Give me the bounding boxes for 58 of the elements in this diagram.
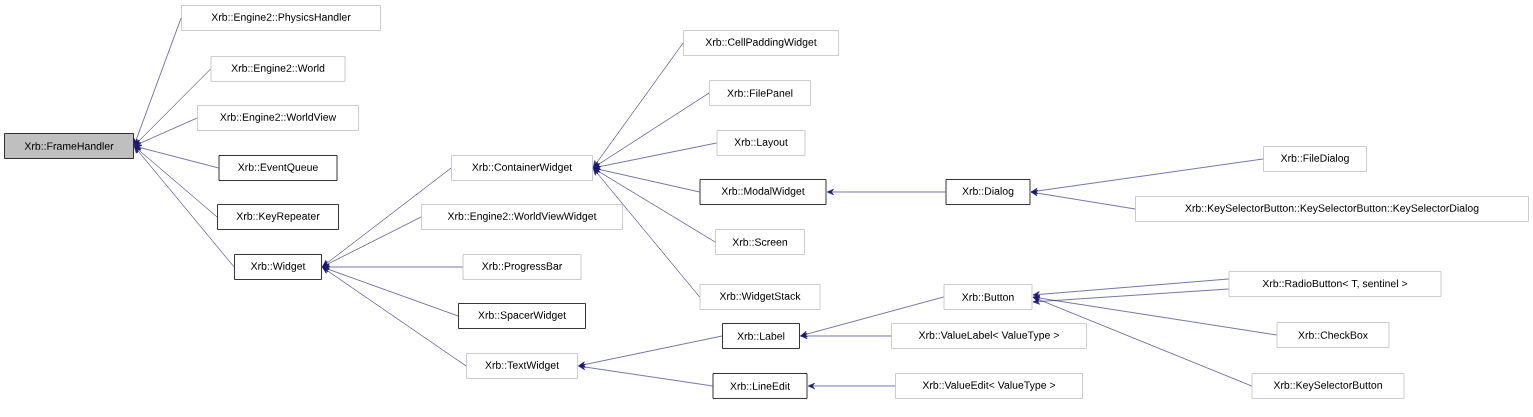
- class-box: Xrb::CheckBox: [1276, 322, 1390, 348]
- class-box: Xrb::FileDialog: [1263, 146, 1367, 172]
- class-box: Xrb::ContainerWidget: [451, 155, 593, 181]
- inheritance-arrow: [1032, 296, 1252, 387]
- inheritance-arrow: [593, 168, 700, 298]
- class-box: Xrb::LineEdit: [712, 373, 808, 399]
- inheritance-arrow: [1032, 288, 1229, 305]
- class-box: Xrb::Screen: [715, 229, 805, 255]
- inheritance-arrow: [322, 216, 422, 267]
- class-box: Xrb::WidgetStack: [699, 284, 821, 310]
- inheritance-arrow: [578, 335, 723, 368]
- class-box: Xrb::KeySelectorButton::KeySelectorButton::KeySelectorDialog: [1135, 196, 1529, 222]
- inheritance-arrow: [133, 17, 182, 146]
- class-box: Xrb::ProgressBar: [462, 254, 582, 280]
- inheritance-arrow: [134, 68, 211, 146]
- class-box: Xrb::Engine2::WorldView: [197, 105, 359, 131]
- inheritance-arrow: [134, 146, 218, 218]
- class-box: Xrb::RadioButton< T, sentinel >: [1228, 271, 1442, 297]
- class-box: Xrb::EventQueue: [218, 155, 338, 181]
- inheritance-arrow: [322, 263, 463, 271]
- class-box: Xrb::ModalWidget: [699, 179, 827, 205]
- inheritance-arrow: [593, 166, 700, 193]
- inheritance-arrow: [322, 267, 467, 367]
- inheritance-arrow: [800, 332, 892, 340]
- class-box: Xrb::FrameHandler: [4, 133, 134, 159]
- inheritance-arrow: [1032, 295, 1277, 336]
- class-box: Xrb::Layout: [716, 130, 806, 156]
- class-box: Xrb::Dialog: [945, 179, 1031, 205]
- class-box: Xrb::Label: [722, 323, 800, 349]
- inheritance-arrow: [1032, 278, 1229, 298]
- inheritance-arrow: [593, 142, 717, 170]
- class-box: Xrb::CellPaddingWidget: [683, 30, 839, 56]
- inheritance-arrow: [134, 144, 219, 169]
- class-box: Xrb::Button: [943, 284, 1033, 310]
- class-box: Xrb::FilePanel: [709, 80, 811, 106]
- inheritance-arrow: [1030, 190, 1136, 210]
- inheritance-arrow: [826, 188, 946, 196]
- inheritance-arrow: [322, 167, 452, 267]
- inheritance-arrow: [800, 296, 944, 338]
- class-box: Xrb::ValueEdit< ValueType >: [895, 373, 1083, 399]
- inheritance-arrow: [134, 117, 198, 146]
- class-box: Xrb::Engine2::PhysicsHandler: [181, 5, 381, 31]
- class-box: Xrb::Engine2::WorldViewWidget: [421, 204, 623, 230]
- inheritance-arrow: [593, 92, 710, 168]
- inheritance-arrow: [578, 363, 713, 387]
- class-box: Xrb::TextWidget: [466, 353, 578, 379]
- class-box: Xrb::ValueLabel< ValueType >: [891, 323, 1087, 349]
- inheritance-arrow: [134, 146, 235, 268]
- inheritance-arrow: [322, 266, 459, 317]
- class-box: Xrb::KeySelectorButton: [1251, 373, 1405, 399]
- inheritance-arrow: [593, 42, 684, 168]
- inheritance-arrow: [807, 382, 896, 390]
- class-box: Xrb::SpacerWidget: [458, 303, 586, 329]
- class-box: Xrb::KeyRepeater: [217, 204, 339, 230]
- class-box: Xrb::Widget: [234, 254, 322, 280]
- class-box: Xrb::Engine2::World: [210, 56, 346, 82]
- inheritance-arrow: [593, 168, 716, 243]
- inheritance-arrow: [1030, 158, 1264, 195]
